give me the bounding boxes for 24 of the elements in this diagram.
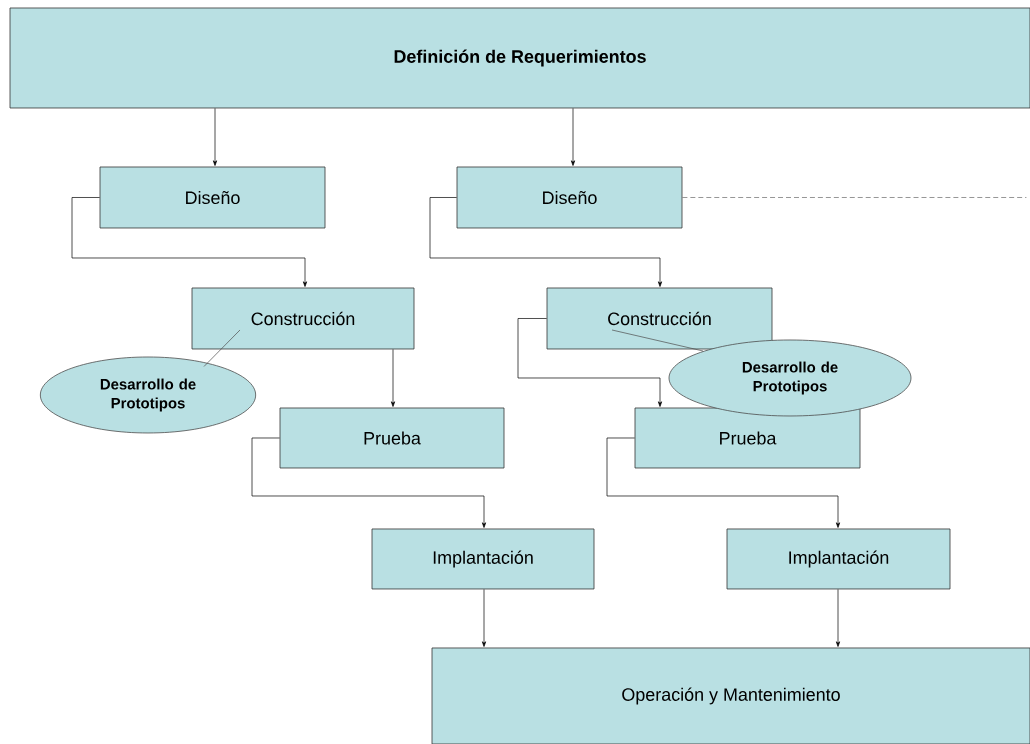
arrow [251,437,487,528]
process-box: Implantación [726,528,951,590]
arrow [212,108,218,166]
process-box: Diseño [456,166,683,229]
callout-bubble: Desarrollo de Prototipos [668,339,912,417]
process-box: Prueba [279,407,505,469]
arrow [570,108,576,166]
leader-line [611,329,704,352]
process-box: Diseño [99,166,326,229]
process-box: Implantación [371,528,595,590]
process-box: Prueba [634,407,861,469]
arrow [481,589,487,647]
callout-bubble: Desarrollo de Prototipos [39,356,257,434]
process-box: Operación y Mantenimiento [431,647,1030,744]
arrow [390,349,396,407]
arrow [71,197,308,287]
arrow [429,197,663,287]
process-box: Construcción [546,287,773,350]
leader-line [203,329,241,367]
arrow [835,589,841,647]
arrow [517,318,663,407]
arrow [606,437,841,528]
process-box: Definición de Requerimientos [9,7,1030,109]
process-box: Construcción [191,287,415,350]
